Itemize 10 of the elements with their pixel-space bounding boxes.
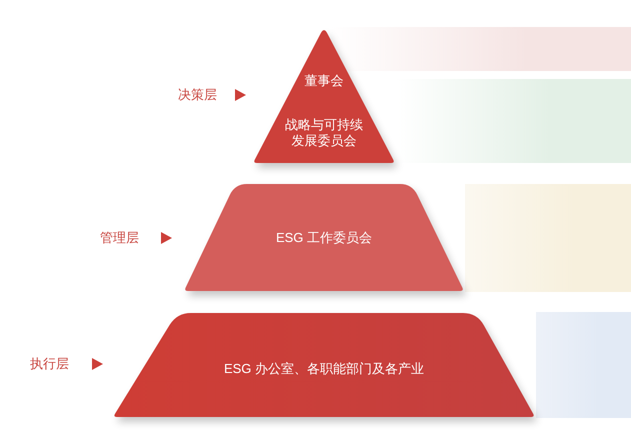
tier-label: 执行层: [30, 356, 69, 372]
tier-text: 董事会: [304, 73, 344, 89]
tier-text: ESG 工作委员会: [276, 230, 372, 246]
triangle-tier: [253, 27, 395, 163]
trapezoid-tier: [184, 184, 464, 292]
tier-text: 战略与可持续发展委员会: [284, 117, 364, 149]
tier-label: 决策层: [178, 87, 217, 103]
tier-label: 管理层: [100, 230, 139, 246]
trapezoid-tier: [113, 313, 535, 418]
tier-text: ESG 办公室、各职能部门及各产业: [224, 361, 424, 377]
